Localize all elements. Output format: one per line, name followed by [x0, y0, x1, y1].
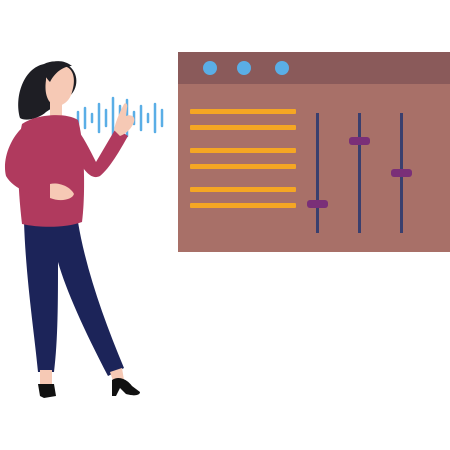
slider-knob[interactable] — [391, 169, 412, 177]
window-dot-3 — [275, 61, 289, 75]
pants — [24, 222, 124, 376]
hair-fringe — [42, 61, 72, 82]
window-titlebar — [178, 52, 450, 84]
left-shoe — [38, 384, 56, 398]
window-dot-2 — [237, 61, 251, 75]
text-line — [190, 187, 296, 192]
slider-knob[interactable] — [307, 200, 328, 208]
slider-track — [358, 113, 361, 233]
text-line — [190, 148, 296, 153]
left-ankle — [40, 370, 52, 384]
right-hand — [114, 103, 135, 136]
left-arm — [4, 126, 54, 196]
slider-3[interactable] — [391, 113, 412, 233]
text-lines — [190, 109, 296, 208]
neck — [50, 102, 62, 118]
slider-knob[interactable] — [349, 137, 370, 145]
equalizer-sliders — [307, 113, 412, 233]
slider-1[interactable] — [307, 113, 328, 233]
text-line — [190, 125, 296, 130]
slider-track — [316, 113, 319, 233]
window-dot-1 — [203, 61, 217, 75]
slider-2[interactable] — [349, 113, 370, 233]
left-hand — [50, 183, 74, 201]
settings-window — [178, 52, 450, 252]
woman-illustration — [4, 61, 140, 398]
right-shoe — [112, 378, 140, 396]
text-line — [190, 109, 296, 114]
right-arm — [70, 122, 128, 178]
text-line — [190, 203, 296, 208]
text-line — [190, 164, 296, 169]
